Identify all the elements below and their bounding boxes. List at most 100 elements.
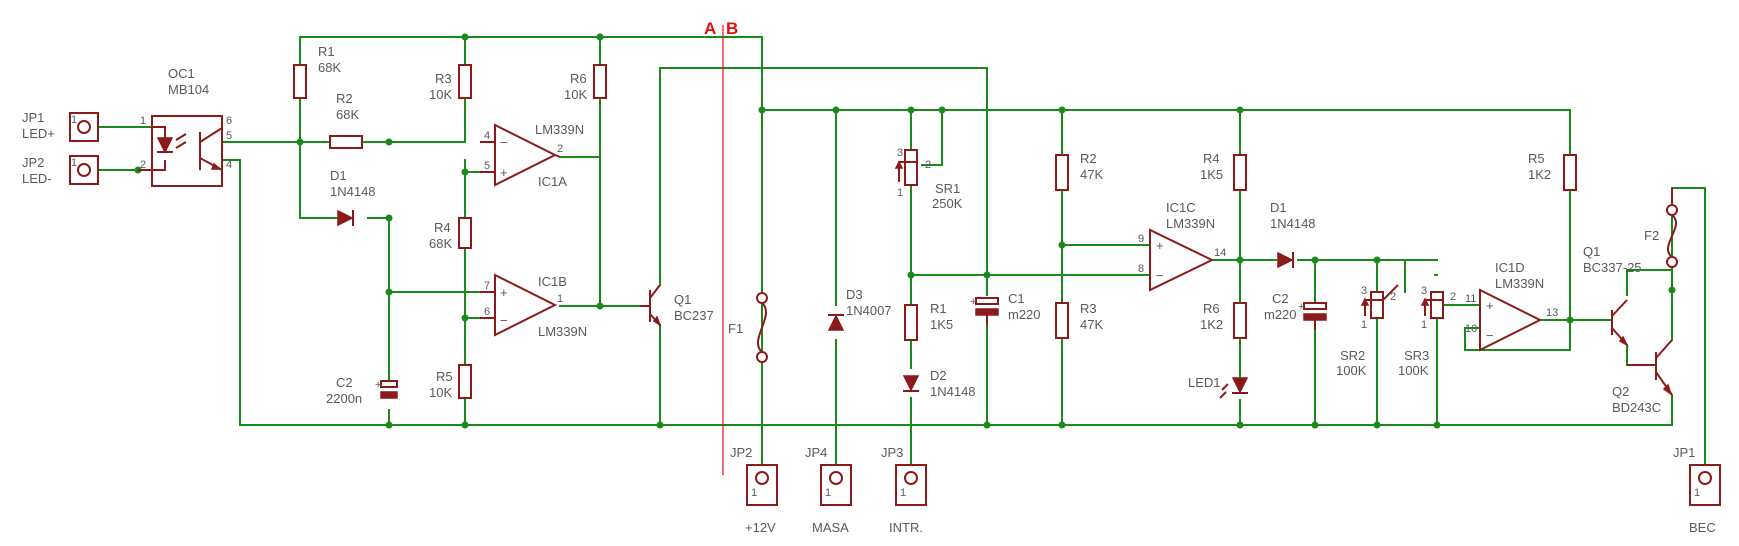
resistor-r5-b[interactable]: R5 1K2 xyxy=(1528,151,1577,191)
resistor-r1-b[interactable]: R1 1K5 xyxy=(904,301,953,341)
oc1-pin-5: 5 xyxy=(226,130,232,142)
comparator-ic1d[interactable]: + − IC1D LM339N 11 10 13 xyxy=(1465,260,1558,352)
diode-d1-a[interactable]: D1 1N4148 xyxy=(330,168,376,227)
resistor-r2-a[interactable]: R2 68K xyxy=(329,91,363,149)
d1-a-value: 1N4148 xyxy=(330,184,376,199)
r6-b-value: 1K2 xyxy=(1200,317,1223,332)
sr1-ref: SR1 xyxy=(935,181,960,196)
sr2-pin-3: 3 xyxy=(1361,285,1367,297)
transistor-q1-a[interactable]: Q1 BC237 xyxy=(640,284,714,327)
c1-b-value: m220 xyxy=(1008,307,1041,322)
ic1a-pin-4: 4 xyxy=(484,130,490,142)
connector-jp1-in[interactable]: JP1 LED+ 1 xyxy=(22,110,99,142)
ic1b-pin-7: 7 xyxy=(484,280,490,292)
connector-jp4[interactable]: JP4 MASA 1 xyxy=(805,445,852,535)
resistor-r4-a[interactable]: R4 68K xyxy=(429,217,472,251)
svg-text:+: + xyxy=(500,285,508,300)
ic1b-ref: IC1B xyxy=(538,274,567,289)
diode-d1-b[interactable]: D1 1N4148 xyxy=(1270,200,1316,269)
jp1-out-pin: 1 xyxy=(1694,487,1700,499)
transistor-q1-b[interactable]: Q1 BC337-25 xyxy=(1583,244,1642,347)
ic1c-pin-8: 8 xyxy=(1138,263,1144,275)
svg-text:+: + xyxy=(375,379,381,391)
jp3-label: INTR. xyxy=(889,520,923,535)
capacitor-c2-a[interactable]: + C2 2200n xyxy=(326,375,398,406)
connector-jp2-out[interactable]: JP2 +12V 1 xyxy=(730,445,778,535)
oc1-pin-2: 2 xyxy=(140,159,146,171)
ic1a-pin-5: 5 xyxy=(484,160,490,172)
resistor-r3-a[interactable]: R3 10K xyxy=(429,64,472,102)
ic1b-value: LM339N xyxy=(538,324,587,339)
r1-a-value: 68K xyxy=(318,60,341,75)
sr2-pin-2: 2 xyxy=(1390,291,1396,303)
svg-text:−: − xyxy=(1486,328,1494,343)
jp2-out-pin: 1 xyxy=(751,487,757,499)
resistor-r6-b[interactable]: R6 1K2 xyxy=(1200,301,1247,339)
resistor-r4-b[interactable]: R4 1K5 xyxy=(1200,151,1247,191)
capacitor-c1-b[interactable]: + C1 m220 xyxy=(970,291,1041,325)
sr2-value: 100K xyxy=(1336,363,1367,378)
q1-a-value: BC237 xyxy=(674,308,714,323)
resistor-r3-b[interactable]: R3 47K xyxy=(1055,301,1103,339)
diode-d3[interactable]: D3 1N4007 xyxy=(827,287,892,331)
svg-text:−: − xyxy=(1156,268,1164,283)
svg-text:+: + xyxy=(1156,238,1164,253)
d3-ref: D3 xyxy=(846,287,863,302)
resistor-r1-a[interactable]: R1 68K xyxy=(293,44,341,99)
led-led1[interactable]: LED1 xyxy=(1188,375,1249,399)
jp2-in-label: LED- xyxy=(22,171,52,186)
led1-ref: LED1 xyxy=(1188,375,1221,390)
marker-a: A xyxy=(704,19,716,38)
diode-d2[interactable]: D2 1N4148 xyxy=(902,368,976,399)
d1-b-value: 1N4148 xyxy=(1270,216,1316,231)
r4-a-value: 68K xyxy=(429,236,452,251)
jp1-out-ref: JP1 xyxy=(1673,445,1695,460)
connector-jp3[interactable]: JP3 INTR. 1 xyxy=(881,445,927,535)
resistor-r2-b[interactable]: R2 47K xyxy=(1055,151,1103,191)
sr2-ref: SR2 xyxy=(1340,348,1365,363)
transistor-q2[interactable]: Q2 BD243C xyxy=(1612,339,1673,415)
r2-b-value: 47K xyxy=(1080,167,1103,182)
q2-value: BD243C xyxy=(1612,400,1661,415)
ic1b-pin-6: 6 xyxy=(484,306,490,318)
r5-b-ref: R5 xyxy=(1528,151,1545,166)
trimmer-sr2[interactable]: SR2 100K 3 1 2 xyxy=(1336,284,1399,378)
r6-b-ref: R6 xyxy=(1203,301,1220,316)
r3-b-ref: R3 xyxy=(1080,301,1097,316)
fuse-f2[interactable]: F2 xyxy=(1644,188,1678,268)
jp4-pin: 1 xyxy=(825,487,831,499)
q1-b-ref: Q1 xyxy=(1583,244,1600,259)
trimmer-sr3[interactable]: SR3 100K 3 1 2 xyxy=(1398,285,1456,378)
r4-b-value: 1K5 xyxy=(1200,167,1223,182)
ic1b-pin-1: 1 xyxy=(557,293,563,305)
r3-b-value: 47K xyxy=(1080,317,1103,332)
jp2-in-pin: 1 xyxy=(71,157,77,169)
resistor-r6-a[interactable]: R6 10K xyxy=(564,64,607,102)
jp4-ref: JP4 xyxy=(805,445,827,460)
connector-jp1-out[interactable]: JP1 BEC 1 xyxy=(1673,445,1721,535)
ic1c-pin-9: 9 xyxy=(1138,233,1144,245)
marker-b: B xyxy=(726,19,738,38)
oc1-pin-6: 6 xyxy=(226,115,232,127)
jp1-out-label: BEC xyxy=(1689,520,1716,535)
sr2-pin-1: 1 xyxy=(1361,319,1367,331)
trimmer-sr1[interactable]: SR1 250K 3 1 2 xyxy=(894,147,963,211)
comparator-ic1b[interactable]: + − IC1B LM339N 7 6 1 xyxy=(480,273,587,339)
ic1a-ref: IC1A xyxy=(538,174,567,189)
sr3-pin-2: 2 xyxy=(1450,291,1456,303)
d2-ref: D2 xyxy=(930,368,947,383)
ic1d-pin-13: 13 xyxy=(1546,307,1558,319)
ic1d-ref: IC1D xyxy=(1495,260,1525,275)
comparator-ic1a[interactable]: − + LM339N IC1A 4 5 2 xyxy=(480,122,584,189)
comparator-ic1c[interactable]: + − IC1C LM339N 9 8 14 xyxy=(1138,200,1226,292)
capacitor-c2-b[interactable]: + C2 m220 xyxy=(1264,291,1327,330)
fuse-f1[interactable]: F1 xyxy=(728,292,768,363)
c1-b-ref: C1 xyxy=(1008,291,1025,306)
ic1d-pin-11: 11 xyxy=(1465,293,1476,305)
optocoupler-oc1[interactable]: OC1 MB104 1 2 6 5 4 xyxy=(138,66,232,187)
resistor-r5-a[interactable]: R5 10K xyxy=(429,364,472,400)
connector-jp2-in[interactable]: JP2 LED- 1 xyxy=(22,155,99,186)
svg-text:+: + xyxy=(500,165,508,180)
c2-a-ref: C2 xyxy=(336,375,353,390)
sr1-pin-3: 3 xyxy=(897,147,903,159)
